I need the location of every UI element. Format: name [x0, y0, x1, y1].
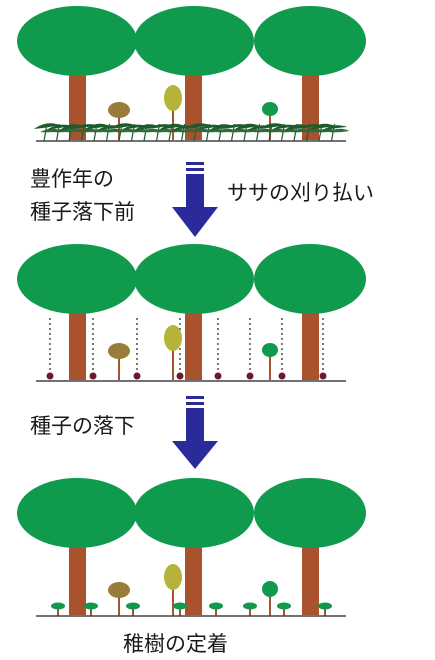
canopy-left — [17, 6, 137, 76]
saplings — [108, 325, 278, 380]
tree-canopies — [17, 6, 366, 76]
seed — [176, 372, 184, 380]
seed — [89, 372, 97, 380]
sasa-leaf — [34, 123, 60, 129]
sasa-leaf — [71, 124, 98, 129]
seedling-leaf — [318, 602, 332, 610]
sasa-leaf — [296, 124, 323, 129]
down-arrow-2 — [172, 396, 218, 469]
sasa-leaf — [259, 123, 285, 129]
canopy-left — [17, 478, 137, 548]
canopy-right — [254, 244, 366, 314]
label-bumper-year: 豊作年の — [30, 167, 114, 191]
sapling-green — [262, 581, 278, 597]
sasa-undergrowth — [34, 123, 350, 142]
seedling-leaf — [173, 602, 187, 610]
sasa-leaf — [321, 125, 348, 131]
trunk-right — [302, 535, 319, 615]
label-seed-fall: 種子の落下 — [30, 414, 135, 438]
sasa-leaf — [309, 123, 335, 130]
sapling-green — [262, 343, 278, 357]
sasa-leaf — [271, 124, 298, 130]
canopy-left — [17, 244, 137, 314]
seed — [214, 372, 222, 380]
sasa-leaf — [159, 123, 185, 130]
sasa-leaf — [221, 124, 248, 129]
tree-trunks — [69, 60, 319, 140]
sasa-leaf — [196, 124, 223, 130]
seed — [46, 372, 54, 380]
sasa-leaf — [184, 123, 210, 129]
panel-before-seed-fall — [17, 6, 366, 142]
panel-seed-fall — [17, 244, 366, 382]
seed — [278, 372, 286, 380]
tree-trunks — [69, 535, 319, 615]
seed — [246, 372, 254, 380]
canopy-right — [254, 6, 366, 76]
trunk-left — [69, 60, 86, 140]
seedling-leaf — [209, 602, 223, 610]
trunk-left — [69, 300, 86, 380]
sasa-leaf — [46, 124, 73, 130]
panel-seedling-establishment — [17, 478, 366, 617]
trunk-left — [69, 535, 86, 615]
seedlings — [51, 602, 332, 616]
sasa-leaf — [109, 123, 135, 129]
sapling-olive — [108, 102, 130, 118]
label-seedling-establishment: 稚樹の定着 — [123, 632, 228, 656]
fallen-seeds — [46, 372, 327, 380]
seed — [133, 372, 141, 380]
tree-canopies — [17, 244, 366, 314]
seedling-leaf — [277, 602, 291, 610]
trunk-middle — [185, 535, 202, 615]
seedling-leaf — [243, 602, 257, 610]
sapling-olive — [108, 343, 130, 359]
sasa-leaf — [84, 123, 110, 130]
sapling-green — [262, 102, 278, 116]
tree-canopies — [17, 478, 366, 548]
trunk-right — [302, 300, 319, 380]
seed-fall-paths — [49, 318, 324, 372]
seedling-leaf — [84, 602, 98, 610]
sapling-yellow — [164, 564, 182, 590]
canopy-middle — [134, 244, 254, 314]
canopy-right — [254, 478, 366, 548]
seed — [319, 372, 327, 380]
sasa-leaf — [327, 128, 350, 133]
seedling-leaf — [126, 602, 140, 610]
sasa-leaf — [146, 124, 173, 129]
seedling-leaf — [51, 602, 65, 610]
saplings — [108, 564, 278, 616]
sapling-olive — [108, 582, 130, 598]
down-arrow-1 — [172, 162, 218, 237]
sapling-yellow — [164, 85, 182, 111]
label-before-seed-fall: 種子落下前 — [30, 200, 135, 224]
sasa-leaf — [234, 123, 260, 130]
trunk-middle — [185, 300, 202, 380]
sapling-yellow — [164, 325, 182, 351]
trunk-middle — [185, 60, 202, 140]
sasa-leaf — [121, 124, 148, 130]
label-sasa-clearing: ササの刈り払い — [227, 181, 374, 205]
canopy-middle — [134, 478, 254, 548]
tree-trunks — [69, 300, 319, 380]
canopy-middle — [134, 6, 254, 76]
trunk-right — [302, 60, 319, 140]
